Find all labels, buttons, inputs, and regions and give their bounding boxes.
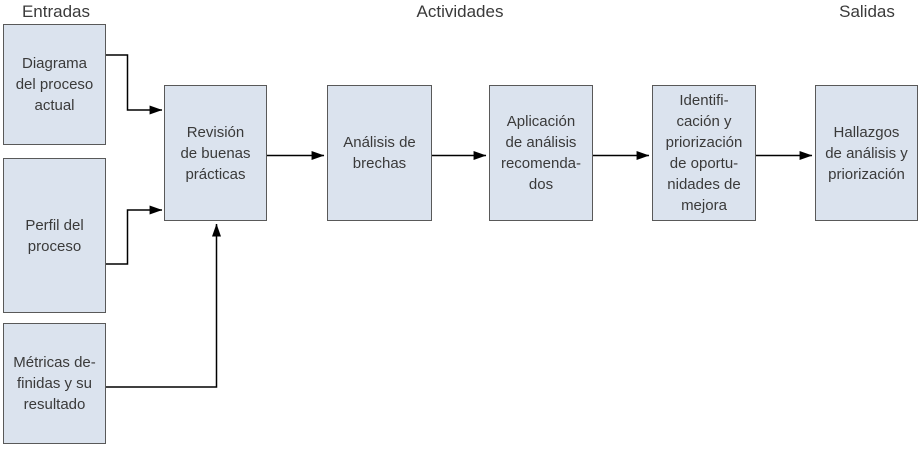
box-revision-de-buenas-practicas: Revisión de buenas prácticas [164, 85, 267, 221]
box-label: Aplicación de análisis recomenda- dos [500, 113, 582, 193]
box-identificacion-y-priorizacion-de-oportunidades: Identifi- cación y priorización de oport… [652, 85, 756, 221]
box-aplicacion-de-analisis-recomendados: Aplicación de análisis recomenda- dos [489, 85, 593, 221]
box-label: Análisis de brechas [343, 134, 416, 172]
arrow-metricas-to-revision [106, 223, 221, 388]
box-label: Identifi- cación y priorización de oport… [665, 92, 743, 214]
box-label: Métricas de- finidas y su resultado [13, 354, 96, 413]
box-label: Hallazgos de análisis y priorización [825, 123, 908, 183]
box-perfil-del-proceso: Perfil del proceso [3, 158, 106, 313]
box-label: Perfil del proceso [25, 216, 84, 255]
box-label: Diagrama del proceso actual [15, 55, 94, 114]
box-hallazgos-de-analisis-y-priorizacion: Hallazgos de análisis y priorización [815, 85, 918, 221]
inputs-column-header: Entradas [21, 2, 91, 21]
arrow-diagrama-to-revision [106, 54, 163, 115]
outputs-column-header: Salidas [839, 2, 895, 21]
box-metricas-definidas-y-su-resultado: Métricas de- finidas y su resultado [3, 323, 106, 444]
arrow-perfil-to-revision [106, 205, 163, 265]
box-label: Revisión de buenas prácticas [180, 123, 251, 183]
activities-column-header: Actividades [416, 2, 504, 21]
box-diagrama-del-proceso-actual: Diagrama del proceso actual [3, 24, 106, 145]
box-analisis-de-brechas: Análisis de brechas [327, 85, 432, 221]
